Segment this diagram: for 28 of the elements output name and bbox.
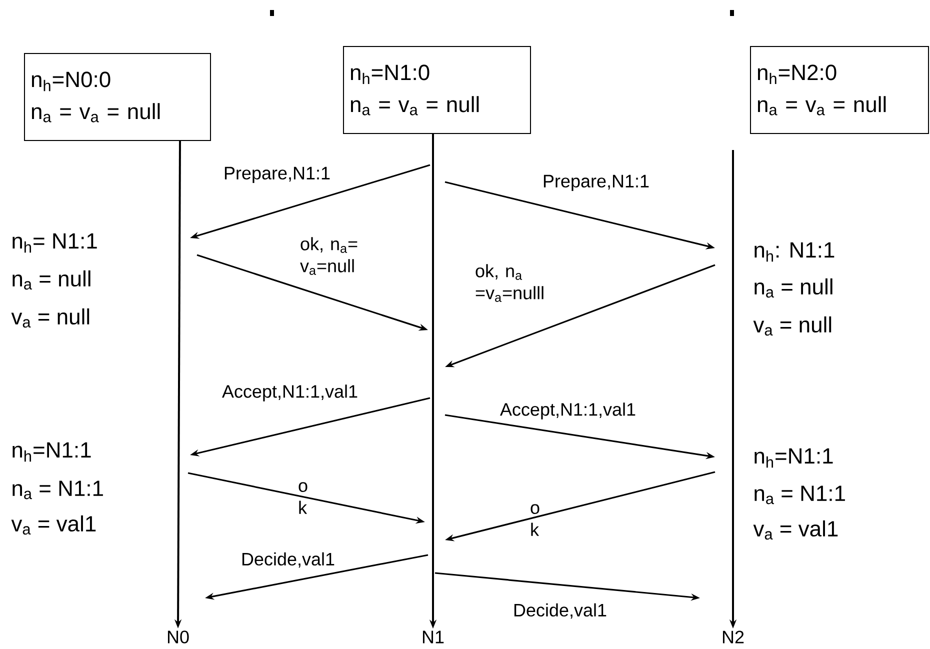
state-text: v$_{a}$ = null [753, 316, 832, 336]
state-box: n$_{h}$=N1:0 n$_{a}$ = v$_{a}$ = null [343, 46, 531, 134]
state-text: n$_{a}$ = N1:1 [754, 486, 845, 504]
state-text: n$_{h}$= N1:1 [12, 233, 97, 253]
message-label: ok, n$_{a}$ =v$_{a}$=nulll [476, 264, 544, 302]
message-label: o k [298, 482, 308, 514]
process-label: N2 [722, 630, 744, 644]
message-label: ok, n$_{a}$= v$_{a}$=null [300, 237, 358, 275]
message-label: Decide,val1 [514, 603, 606, 619]
message-label: o k [530, 504, 540, 536]
state-text: v$_{a}$ = val1 [753, 520, 838, 540]
state-text: n$_{h}$=N1:1 [12, 442, 91, 462]
state-text: n$_{a}$ = null [12, 270, 90, 290]
state-text: n$_{h}$=N1:1 [754, 448, 833, 468]
message-label: Prepare,N1:1 [224, 166, 330, 184]
message-label: Decide,val1 [242, 552, 334, 568]
message-label: Prepare,N1:1 [544, 174, 649, 192]
state-text: v$_{a}$ = null [11, 308, 90, 328]
message-label: Accept,N1:1,val1 [222, 384, 358, 402]
message-label: Accept,N1:1,val1 [500, 402, 636, 420]
state-text: n$_{h}$: N1:1 [754, 242, 834, 262]
state-text: n$_{a}$ = null [754, 278, 832, 298]
process-label: N0 [168, 630, 189, 644]
state-box: n$_{h}$=N2:0 n$_{a}$ = v$_{a}$ = null [750, 46, 929, 134]
process-label: N1 [422, 630, 444, 644]
state-box: n$_{h}$=N0:0 n$_{a}$ = v$_{a}$ = null [24, 53, 211, 141]
state-text: n$_{a}$ = N1:1 [12, 480, 103, 500]
state-text: v$_{a}$ = val1 [11, 515, 96, 535]
